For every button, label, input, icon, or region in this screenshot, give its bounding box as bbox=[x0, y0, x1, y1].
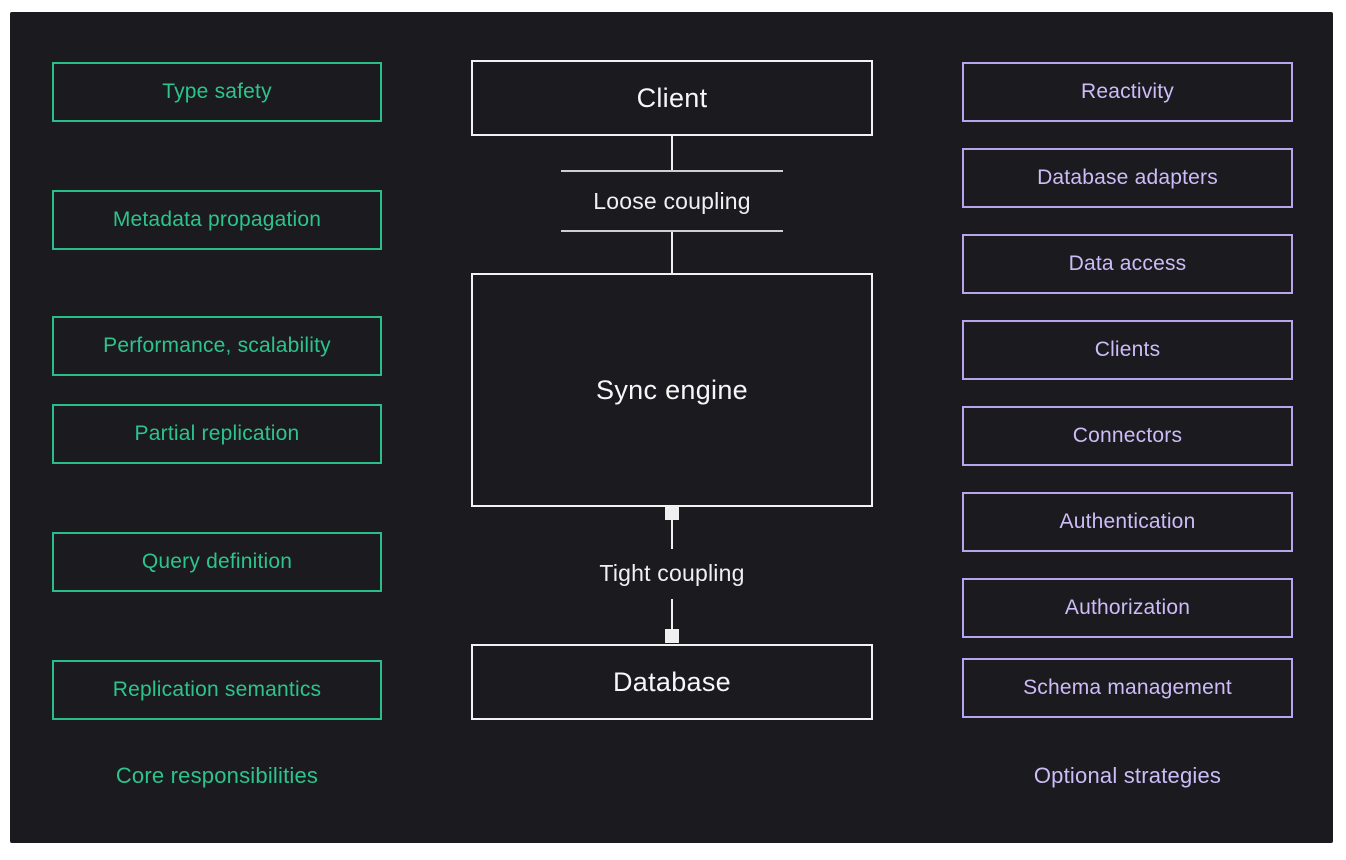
connector-line-sync-top bbox=[671, 232, 673, 273]
core-footer-label: Core responsibilities bbox=[115, 763, 319, 788]
connector-square-database-top bbox=[665, 629, 679, 643]
node-label: Sync engine bbox=[596, 374, 748, 405]
box-label: Clients bbox=[1094, 338, 1161, 361]
connector-line-tight-upper bbox=[671, 520, 673, 549]
label-tight-coupling: Tight coupling bbox=[599, 560, 745, 586]
box-authentication: Authentication bbox=[962, 492, 1293, 552]
box-connectors: Connectors bbox=[962, 406, 1293, 466]
optional-footer-label: Optional strategies bbox=[1033, 763, 1222, 788]
node-label: Database bbox=[613, 666, 731, 697]
node-label: Client bbox=[636, 82, 708, 113]
box-label: Schema management bbox=[1023, 676, 1232, 699]
box-label: Partial replication bbox=[134, 422, 300, 445]
node-database: Database bbox=[471, 644, 873, 720]
loose-coupling-upper-line bbox=[561, 170, 783, 172]
box-label: Authentication bbox=[1059, 510, 1196, 533]
node-client: Client bbox=[471, 60, 873, 136]
box-query-definition: Query definition bbox=[52, 532, 382, 592]
box-label: Replication semantics bbox=[112, 678, 322, 701]
box-metadata-propagation: Metadata propagation bbox=[52, 190, 382, 250]
box-clients: Clients bbox=[962, 320, 1293, 380]
loose-coupling-lower-line bbox=[561, 230, 783, 232]
box-type-safety: Type safety bbox=[52, 62, 382, 122]
box-label: Authorization bbox=[1064, 596, 1191, 619]
box-label: Query definition bbox=[141, 550, 293, 573]
connector-square-sync-bottom bbox=[665, 506, 679, 520]
box-label: Data access bbox=[1068, 252, 1187, 275]
node-sync-engine: Sync engine bbox=[471, 273, 873, 507]
box-label: Database adapters bbox=[1037, 166, 1218, 189]
connector-line-tight-lower bbox=[671, 599, 673, 629]
box-reactivity: Reactivity bbox=[962, 62, 1293, 122]
box-label: Performance, scalability bbox=[103, 334, 331, 357]
label-loose-coupling: Loose coupling bbox=[593, 188, 751, 214]
box-schema-management: Schema management bbox=[962, 658, 1293, 718]
box-partial-replication: Partial replication bbox=[52, 404, 382, 464]
box-replication-semantics: Replication semantics bbox=[52, 660, 382, 720]
box-authorization: Authorization bbox=[962, 578, 1293, 638]
box-label: Metadata propagation bbox=[112, 208, 322, 231]
box-database-adapters: Database adapters bbox=[962, 148, 1293, 208]
box-label: Type safety bbox=[162, 80, 272, 103]
box-performance-scalability: Performance, scalability bbox=[52, 316, 382, 376]
box-label: Connectors bbox=[1072, 424, 1183, 447]
box-label: Reactivity bbox=[1080, 80, 1175, 103]
box-data-access: Data access bbox=[962, 234, 1293, 294]
connector-line-client-top bbox=[671, 136, 673, 171]
